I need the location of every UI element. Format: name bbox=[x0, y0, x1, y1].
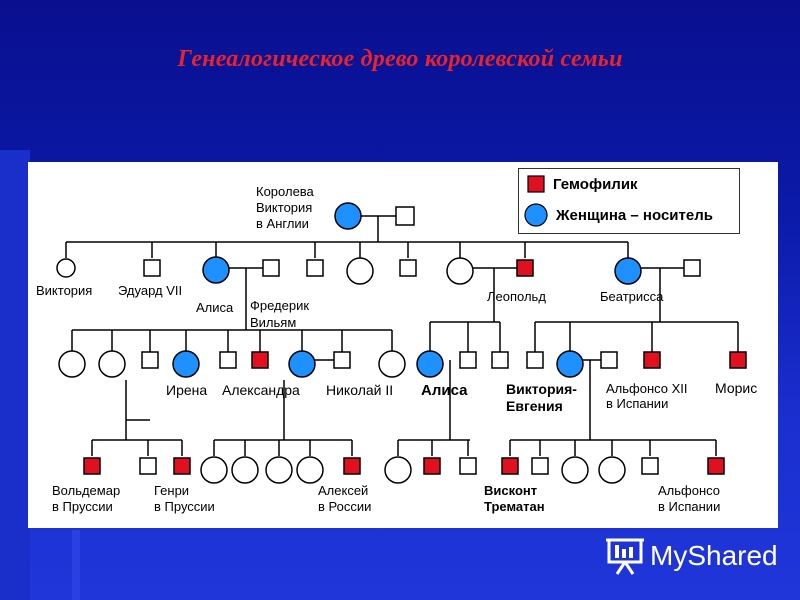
slide-edge-strip bbox=[72, 530, 80, 600]
hemophiliac-square-icon bbox=[527, 175, 545, 193]
son-square-icon bbox=[459, 351, 477, 369]
son-square-icon bbox=[526, 351, 544, 369]
daughter-circle-icon bbox=[200, 456, 228, 484]
prince-albert-square-icon bbox=[395, 206, 415, 226]
son-square-icon bbox=[641, 457, 659, 475]
daughter-circle-icon bbox=[598, 456, 626, 484]
person-label-alice: Алиса bbox=[196, 300, 234, 315]
person-label-nicholas_ii: Николай II bbox=[326, 382, 393, 398]
son-square-icon bbox=[219, 351, 237, 369]
presentation-icon bbox=[606, 538, 644, 575]
slide-edge-decoration bbox=[0, 150, 30, 600]
alexei-hemophiliac-icon bbox=[343, 457, 361, 475]
maurice-hemophiliac-icon bbox=[729, 351, 747, 369]
person-label-victoria: Виктория bbox=[36, 283, 92, 298]
alice-athlone-carrier-icon bbox=[416, 350, 444, 378]
daughter-circle-icon bbox=[296, 456, 324, 484]
daughter-circle-icon bbox=[265, 456, 293, 484]
son-square-icon bbox=[141, 351, 159, 369]
beatrice-carrier-icon bbox=[614, 257, 642, 285]
alfonso-xiii-square-icon bbox=[600, 351, 618, 369]
daughter-circle-icon bbox=[561, 456, 589, 484]
nicholas-square-icon bbox=[333, 351, 351, 369]
son-square-icon bbox=[491, 351, 509, 369]
leopold-hemophiliac-icon bbox=[516, 259, 534, 277]
carrier-circle-icon bbox=[524, 203, 548, 227]
victoria-eugenie-carrier-icon bbox=[556, 350, 584, 378]
edward-vii-square-icon bbox=[143, 259, 161, 277]
henry-battenberg-square-icon bbox=[683, 259, 701, 277]
person-label-leopold: Леопольд bbox=[487, 289, 546, 304]
alfonso-hemophiliac-icon bbox=[501, 457, 519, 475]
gonzalo-hemophiliac-icon bbox=[707, 457, 725, 475]
son-square-icon bbox=[459, 457, 477, 475]
son-square-icon bbox=[399, 259, 417, 277]
leopold-battenberg-hemophiliac-icon bbox=[643, 351, 661, 369]
viscount-trematon-hemophiliac-icon bbox=[423, 457, 441, 475]
daughter-circle-icon bbox=[231, 456, 259, 484]
person-label-alexandra: Александра bbox=[222, 382, 300, 398]
daughter-circle-icon bbox=[384, 456, 412, 484]
helena-circle-icon bbox=[446, 257, 474, 285]
daughter-circle-icon bbox=[378, 350, 406, 378]
daughter-circle-icon bbox=[98, 350, 126, 378]
son-hemophiliac-icon bbox=[251, 351, 269, 369]
person-label-alice2: Алиса bbox=[421, 382, 468, 399]
waldemar-hemophiliac-icon bbox=[83, 457, 101, 475]
daughter-circle-icon bbox=[58, 350, 86, 378]
watermark: MyShared bbox=[606, 536, 778, 576]
frederick-square-icon bbox=[262, 259, 280, 277]
watermark-brand: MyShared bbox=[650, 540, 778, 571]
son-square-icon bbox=[531, 457, 549, 475]
slide-title: Генеалогическое древо королевской семьи bbox=[177, 46, 623, 72]
legend: Гемофилик Женщина – носитель bbox=[518, 168, 740, 234]
legend-carrier: Женщина – носитель bbox=[524, 203, 713, 227]
daughter-circle-icon bbox=[346, 257, 374, 285]
person-label-maurice: Морис bbox=[715, 380, 757, 396]
alexandra-carrier-icon bbox=[288, 350, 316, 378]
son-square-icon bbox=[306, 259, 324, 277]
victoria-circle-icon bbox=[56, 258, 76, 278]
person-label-beatrice: Беатрисса bbox=[600, 289, 664, 304]
legend-carrier-label: Женщина – носитель bbox=[556, 206, 713, 224]
person-label-edward_vii: Эдуард VII bbox=[118, 283, 182, 298]
legend-hemophiliac-label: Гемофилик bbox=[553, 175, 638, 193]
person-label-irena: Ирена bbox=[166, 382, 207, 398]
irena-carrier-icon bbox=[172, 350, 200, 378]
henry-prussia-hemophiliac-icon bbox=[173, 457, 191, 475]
legend-hemophiliac: Гемофилик bbox=[527, 175, 638, 193]
alice-carrier-icon bbox=[202, 256, 230, 284]
person-label-victoria_eugenie: Виктория-Евгения bbox=[506, 381, 577, 414]
queen-victoria-carrier-icon bbox=[334, 202, 362, 230]
son-square-icon bbox=[139, 457, 157, 475]
